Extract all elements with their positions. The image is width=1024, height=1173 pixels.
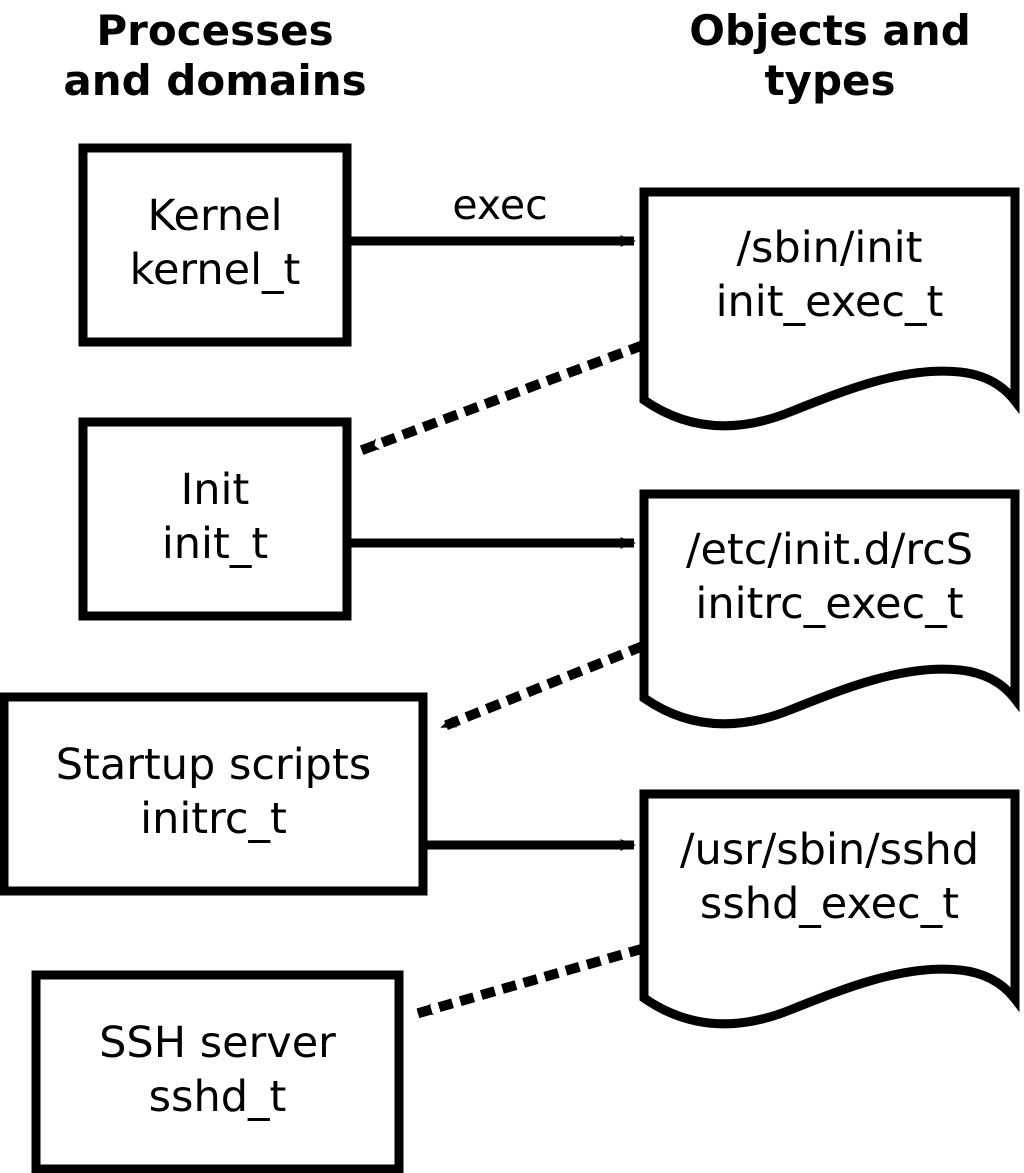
object-node-initrc-exec[interactable] [639,489,1020,729]
edge-label-exec: exec [452,181,548,229]
edge-sshd-exec-transition-sshd [412,943,645,1020]
process-node-init[interactable] [78,417,352,621]
object-node-init-exec[interactable] [639,187,1020,431]
column-header-processes: Processes and domains [63,6,367,105]
column-header-objects: Objects and types [689,6,971,105]
process-node-sshd[interactable] [31,970,404,1173]
edge-initrc-exec-transition-initrc [435,641,645,734]
process-node-kernel[interactable] [78,143,352,347]
edge-init-exec-transition-init [358,340,645,456]
object-node-sshd-exec[interactable] [639,789,1020,1029]
process-node-initrc[interactable] [0,692,428,896]
